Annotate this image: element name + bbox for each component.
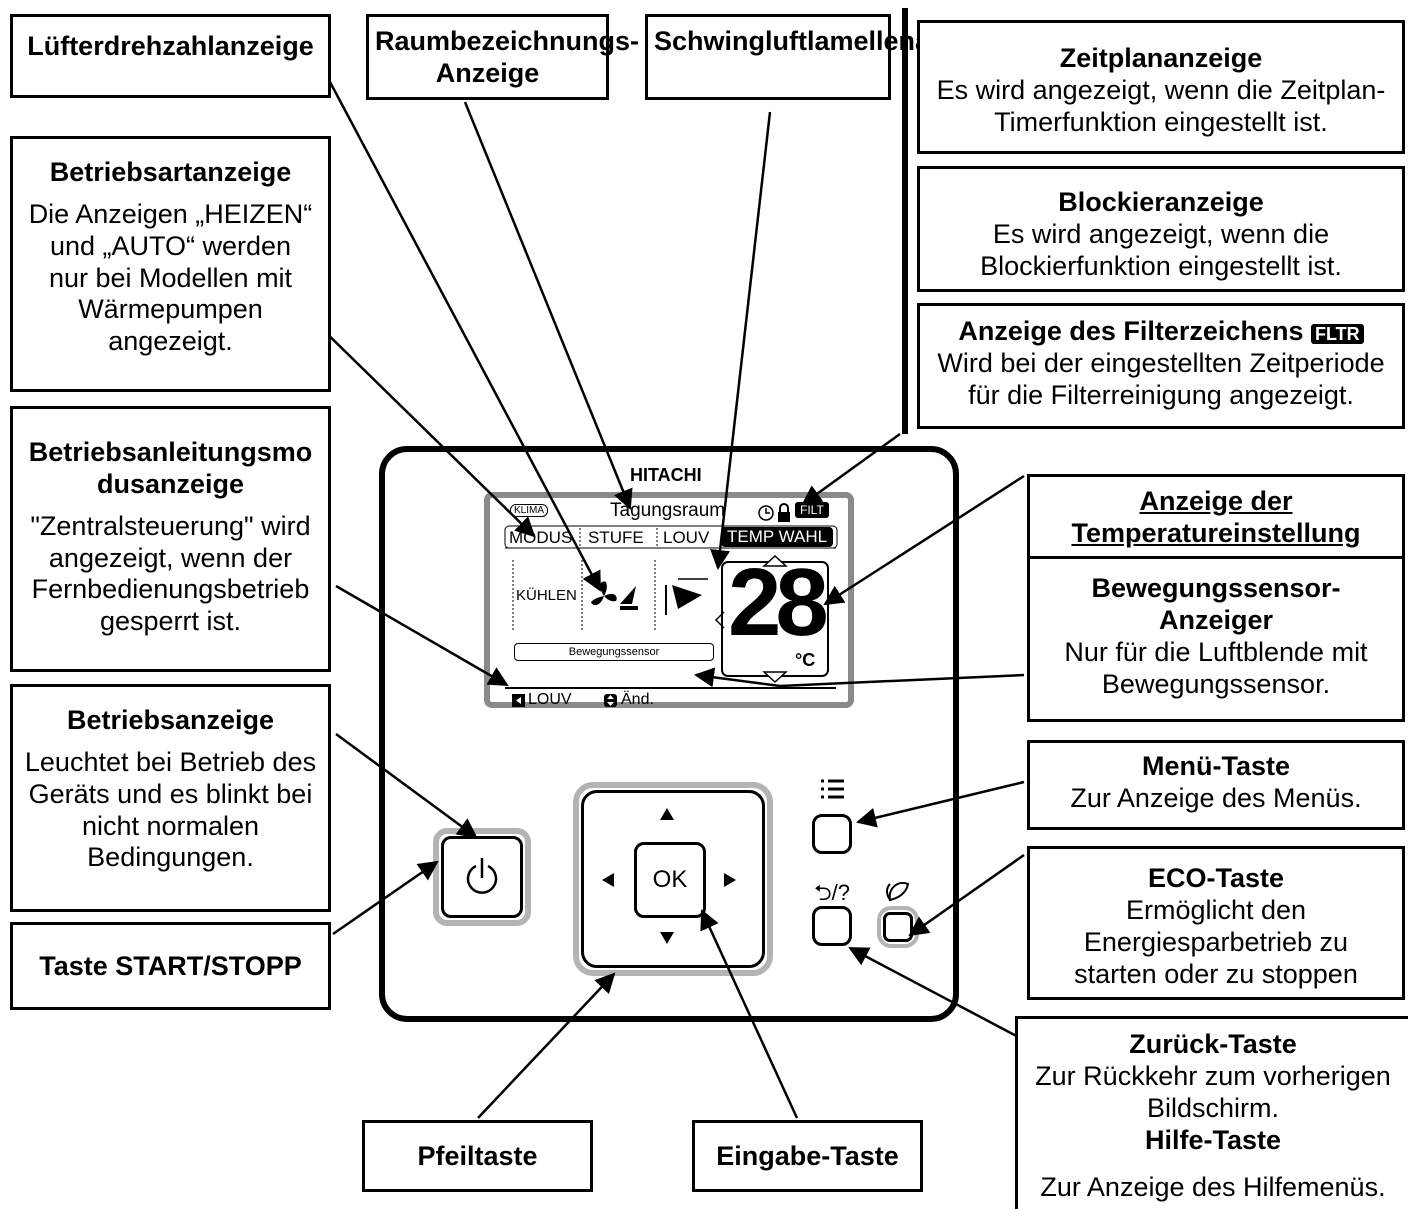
back-help-label: ⮌/?: [814, 880, 850, 905]
callout-temperature-title: Anzeige der Temperatureinstellung: [1071, 486, 1361, 548]
callout-help-title: Hilfe-Taste: [1144, 1124, 1282, 1155]
callout-operation-title: Betriebsanzeige: [66, 705, 275, 735]
temp-left-icon: [714, 611, 725, 629]
power-icon: [466, 858, 498, 894]
clock-icon: [758, 505, 774, 521]
temp-down-icon: [762, 671, 788, 684]
fan-icon: [591, 581, 638, 610]
tab-louv: LOUV: [663, 528, 710, 547]
motion-sensor-label: Bewegungssensor: [514, 643, 714, 661]
callout-schedule: Zeitplananzeige Es wird angezeigt, wenn …: [917, 20, 1405, 154]
callout-room-name-title: Raumbezeichnungs-Anzeige: [375, 26, 640, 88]
soft-key-louv: LOUV: [528, 691, 572, 708]
eco-leaf-icon: [886, 882, 910, 902]
callout-mode: Betriebsartanzeige Die Anzeigen „HEIZEN“…: [10, 136, 331, 392]
callout-start-stop: Taste START/STOPP: [10, 922, 331, 1010]
callout-menu-title: Menü-Taste: [1141, 751, 1290, 781]
callout-mode-title: Betriebsartanzeige: [49, 157, 292, 187]
callout-filter-title: Anzeige des Filterzeichens FLTR: [924, 316, 1398, 348]
callout-schedule-body: Es wird angezeigt, wenn die Zeitplan-Tim…: [936, 74, 1386, 137]
callout-lock-body: Es wird angezeigt, wenn die Blockierfunk…: [980, 218, 1342, 281]
callout-back-body: Zur Rückkehr zum vorherigen Bildschirm.: [1035, 1060, 1391, 1123]
callout-louver: Schwingluftlamellenanzeige: [645, 14, 1015, 100]
callout-eco-body: Ermöglicht den Energiesparbetrieb zu sta…: [1074, 894, 1358, 989]
callout-menu-body: Zur Anzeige des Menüs.: [1070, 782, 1362, 813]
callout-mode-body: Die Anzeigen „HEIZEN“ und „AUTO“ werden …: [28, 198, 313, 357]
back-help-button[interactable]: [812, 906, 852, 946]
fltr-badge: FLTR: [1310, 324, 1364, 344]
callout-start-stop-title: Taste START/STOPP: [39, 951, 302, 981]
arrow-up-icon: [660, 808, 674, 820]
filt-badge: FILT: [795, 502, 829, 518]
callout-lock-title: Blockieranzeige: [1058, 187, 1264, 217]
tab-stufe: STUFE: [588, 528, 644, 547]
brand-logo: HITACHI: [630, 465, 702, 485]
callout-filter-body: Wird bei der eingestellten Zeitperiode f…: [937, 347, 1385, 410]
callout-fan-speed-title: Lüfterdrehzahlanzeige: [27, 31, 314, 61]
soft-key-change: Änd.: [621, 691, 654, 708]
softkey-updown-icon: [604, 694, 617, 707]
arrow-down-icon: [660, 932, 674, 944]
callout-back-help: Zurück-Taste Zur Rückkehr zum vorherigen…: [1015, 1016, 1408, 1209]
louver-swing-icon: [665, 578, 708, 615]
callout-operation: Betriebsanzeige Leuchtet bei Betrieb des…: [10, 684, 331, 912]
callout-enter: Eingabe-Taste: [692, 1120, 923, 1192]
callout-help-body: Zur Anzeige des Hilfemenüs.: [1040, 1172, 1386, 1203]
callout-motion-title: Bewegungssensor-Anzeiger: [1091, 573, 1341, 635]
callout-eco: ECO-Taste Ermöglicht den Energiesparbetr…: [1027, 846, 1405, 1000]
arrow-pad-ring: [573, 782, 773, 976]
callout-arrow-title: Pfeiltaste: [417, 1141, 538, 1171]
ok-label: OK: [652, 866, 688, 893]
callout-arrow: Pfeiltaste: [362, 1120, 593, 1192]
callout-room-name: Raumbezeichnungs-Anzeige: [366, 14, 640, 100]
callout-motion-body: Nur für die Luftblende mit Bewegungssens…: [1064, 636, 1368, 699]
temp-up-icon: [762, 554, 788, 567]
callout-guide-body: "Zentralsteuerung" wird angezeigt, wenn …: [30, 510, 311, 637]
arrow-right-icon: [724, 873, 736, 887]
callout-menu: Menü-Taste Zur Anzeige des Menüs.: [1027, 740, 1405, 830]
callout-filter-title-text: Anzeige des Filterzeichens: [958, 316, 1304, 346]
callout-filter: Anzeige des Filterzeichens FLTR Wird bei…: [917, 303, 1405, 429]
callout-operation-body: Leuchtet bei Betrieb des Geräts und es b…: [24, 746, 317, 873]
room-name: Tagungsraum: [610, 500, 726, 521]
callout-lock: Blockieranzeige Es wird angezeigt, wenn …: [917, 166, 1405, 292]
menu-icon: [821, 779, 844, 799]
callout-back-title: Zurück-Taste: [1129, 1029, 1297, 1059]
tab-frame: [504, 525, 838, 549]
callout-motion: Bewegungssensor-Anzeiger Nur für die Luf…: [1027, 556, 1405, 722]
temperature-unit: °C: [795, 650, 816, 670]
callout-eco-title: ECO-Taste: [1147, 863, 1285, 893]
callout-guide: Betriebsanleitungsmodusanzeige "Zentrals…: [10, 406, 331, 672]
leader-lines: [312, 81, 1025, 1119]
tab-temp-wahl: TEMP WAHL: [721, 527, 834, 547]
mode-value: KÜHLEN: [516, 587, 577, 604]
arrow-left-icon: [602, 873, 614, 887]
callout-temperature: Anzeige der Temperatureinstellung: [1027, 474, 1405, 560]
temperature-frame: [721, 561, 829, 677]
callout-guide-title: Betriebsanleitungsmodusanzeige: [28, 437, 313, 499]
callout-fan-speed: Lüfterdrehzahlanzeige: [10, 14, 331, 98]
callout-enter-title: Eingabe-Taste: [716, 1141, 899, 1171]
lock-icon: [778, 512, 790, 522]
temperature-value: 28: [728, 549, 829, 656]
callout-schedule-title: Zeitplananzeige: [1059, 43, 1263, 73]
menu-button[interactable]: [812, 814, 852, 854]
ok-button[interactable]: [634, 842, 706, 918]
callout-louver-title: Schwingluftlamellenanzeige: [654, 26, 1015, 56]
